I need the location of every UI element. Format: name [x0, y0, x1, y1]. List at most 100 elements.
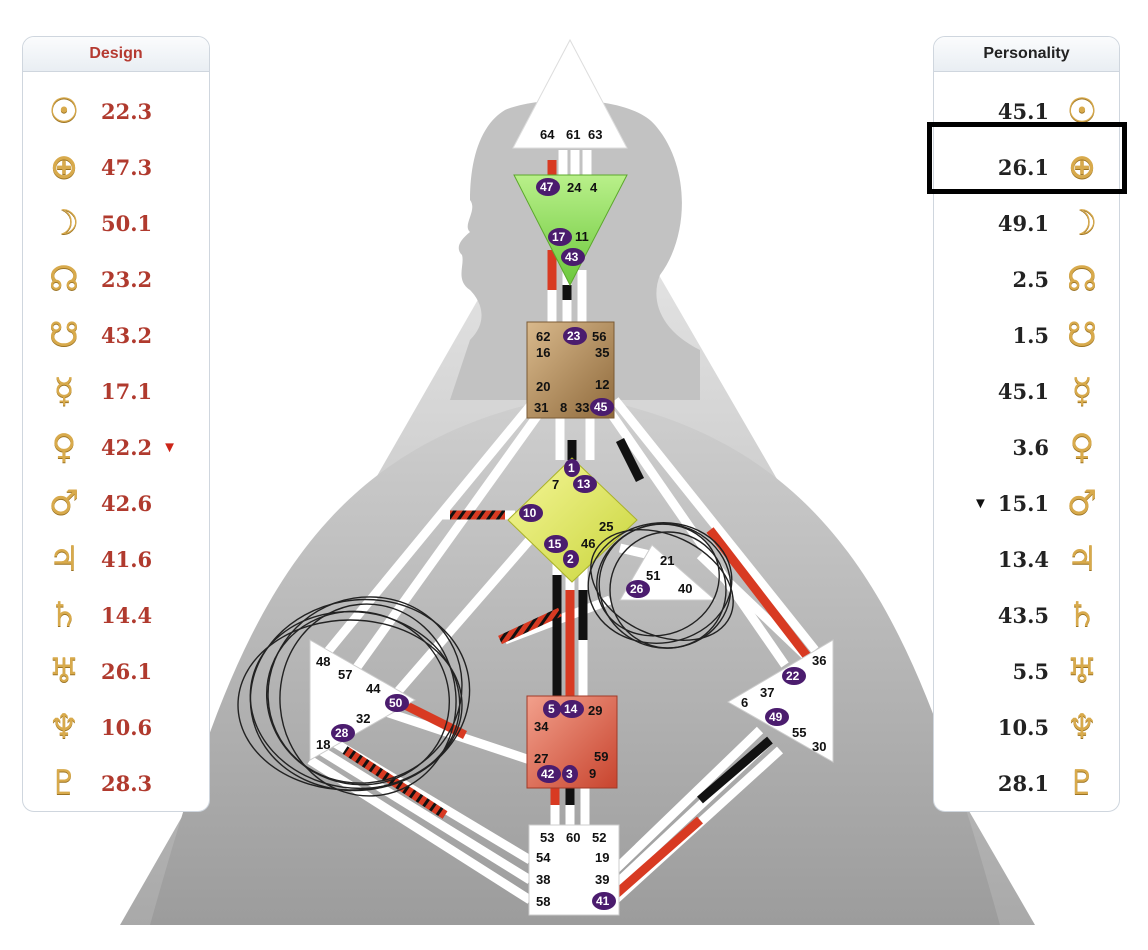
triangle-marker-icon: ▼: [162, 438, 178, 456]
mars-icon: ♂: [48, 483, 80, 523]
design-row: ♆10.6: [43, 699, 152, 755]
svg-text:40: 40: [678, 581, 692, 596]
svg-text:33: 33: [575, 400, 589, 415]
design-value: 42.2: [101, 434, 153, 460]
svg-text:48: 48: [316, 654, 330, 669]
svg-text:35: 35: [595, 345, 609, 360]
svg-text:60: 60: [566, 830, 580, 845]
svg-text:9: 9: [589, 766, 596, 781]
design-value: 43.2: [101, 322, 153, 348]
earth-icon: ⊕: [49, 147, 79, 187]
neptune-icon: ♆: [1066, 707, 1098, 747]
neptune-icon: ♆: [48, 707, 80, 747]
personality-value: 1.5: [1012, 322, 1049, 348]
svg-text:34: 34: [534, 719, 549, 734]
svg-text:46: 46: [581, 536, 595, 551]
personality-value: 26.1: [997, 154, 1049, 180]
svg-text:55: 55: [792, 725, 806, 740]
triangle-marker-icon: ▼: [972, 494, 988, 512]
svg-text:31: 31: [534, 400, 548, 415]
svg-text:25: 25: [599, 519, 613, 534]
svg-text:32: 32: [356, 711, 370, 726]
personality-row: 3.6 ♀: [1012, 419, 1103, 475]
svg-text:44: 44: [366, 681, 381, 696]
svg-text:15: 15: [548, 537, 562, 551]
venus-icon: ♀: [1069, 427, 1095, 467]
svg-text:52: 52: [592, 830, 606, 845]
design-row: ☊ 23.2: [43, 251, 152, 307]
design-row: ⊕ 47.3: [43, 139, 152, 195]
design-value: 17.1: [101, 378, 153, 404]
design-value: 26.1: [101, 658, 153, 684]
personality-row: 43.5♄: [998, 587, 1103, 643]
personality-row: 28.1 ♇: [998, 755, 1103, 811]
design-value: 47.3: [101, 154, 153, 180]
moon-icon: ☽: [1066, 203, 1098, 243]
svg-text:28: 28: [335, 726, 349, 740]
svg-text:63: 63: [588, 127, 602, 142]
uranus-icon: ♅: [1066, 651, 1098, 691]
personality-row: 13.4♃: [998, 531, 1103, 587]
pluto-icon: ♇: [1066, 763, 1098, 803]
svg-text:12: 12: [595, 377, 609, 392]
south-node-icon: ☋: [1066, 315, 1098, 355]
svg-text:29: 29: [588, 703, 602, 718]
design-row: ♅26.1: [43, 643, 152, 699]
personality-value: 3.6: [1012, 434, 1049, 460]
earth-icon: ⊕: [1067, 147, 1097, 187]
svg-text:27: 27: [534, 751, 548, 766]
svg-text:26: 26: [630, 582, 644, 596]
personality-row: 2.5☊: [1012, 251, 1103, 307]
saturn-icon: ♄: [1066, 595, 1098, 635]
svg-text:58: 58: [536, 894, 550, 909]
svg-text:8: 8: [560, 400, 567, 415]
personality-value: 49.1: [997, 210, 1049, 236]
design-value: 50.1: [101, 210, 153, 236]
personality-row: ▼ 15.1 ♂: [973, 475, 1103, 531]
svg-text:10: 10: [523, 506, 537, 520]
svg-text:6: 6: [741, 695, 748, 710]
design-value: 23.2: [101, 266, 153, 292]
svg-text:43: 43: [565, 250, 579, 264]
personality-row: 5.5 ♅: [1012, 643, 1103, 699]
svg-text:19: 19: [595, 850, 609, 865]
personality-row: 1.5 ☋: [1012, 307, 1103, 363]
svg-text:14: 14: [564, 702, 578, 716]
pluto-icon: ♇: [48, 763, 80, 803]
design-row: ☉22.3: [43, 83, 152, 139]
north-node-icon: ☊: [48, 259, 80, 299]
design-value: 22.3: [101, 98, 153, 124]
personality-value: 10.5: [997, 714, 1049, 740]
personality-value: 45.1: [997, 378, 1049, 404]
svg-text:3: 3: [566, 767, 573, 781]
design-value: 42.6: [101, 490, 153, 516]
personality-value: 28.1: [997, 770, 1049, 796]
svg-text:1: 1: [568, 461, 575, 475]
mars-icon: ♂: [1066, 483, 1098, 523]
svg-text:64: 64: [540, 127, 555, 142]
design-value: 28.3: [101, 770, 153, 796]
svg-text:16: 16: [536, 345, 550, 360]
svg-text:42: 42: [541, 767, 555, 781]
personality-panel: Personality 45.1☉26.1⊕49.1☽2.5☊1.5☋45.1☿…: [933, 36, 1120, 812]
svg-text:41: 41: [596, 894, 610, 908]
north-node-icon: ☊: [1066, 259, 1098, 299]
svg-text:47: 47: [540, 180, 554, 194]
design-row: ☋ 43.2: [43, 307, 152, 363]
personality-value: 5.5: [1012, 658, 1049, 684]
design-panel-title: Design: [23, 37, 209, 72]
personality-value: 15.1: [997, 490, 1049, 516]
design-value: 14.4: [101, 602, 153, 628]
svg-text:2: 2: [567, 552, 574, 566]
south-node-icon: ☋: [48, 315, 80, 355]
jupiter-icon: ♃: [48, 539, 80, 579]
svg-text:38: 38: [536, 872, 550, 887]
mercury-icon: ☿: [1071, 371, 1093, 411]
